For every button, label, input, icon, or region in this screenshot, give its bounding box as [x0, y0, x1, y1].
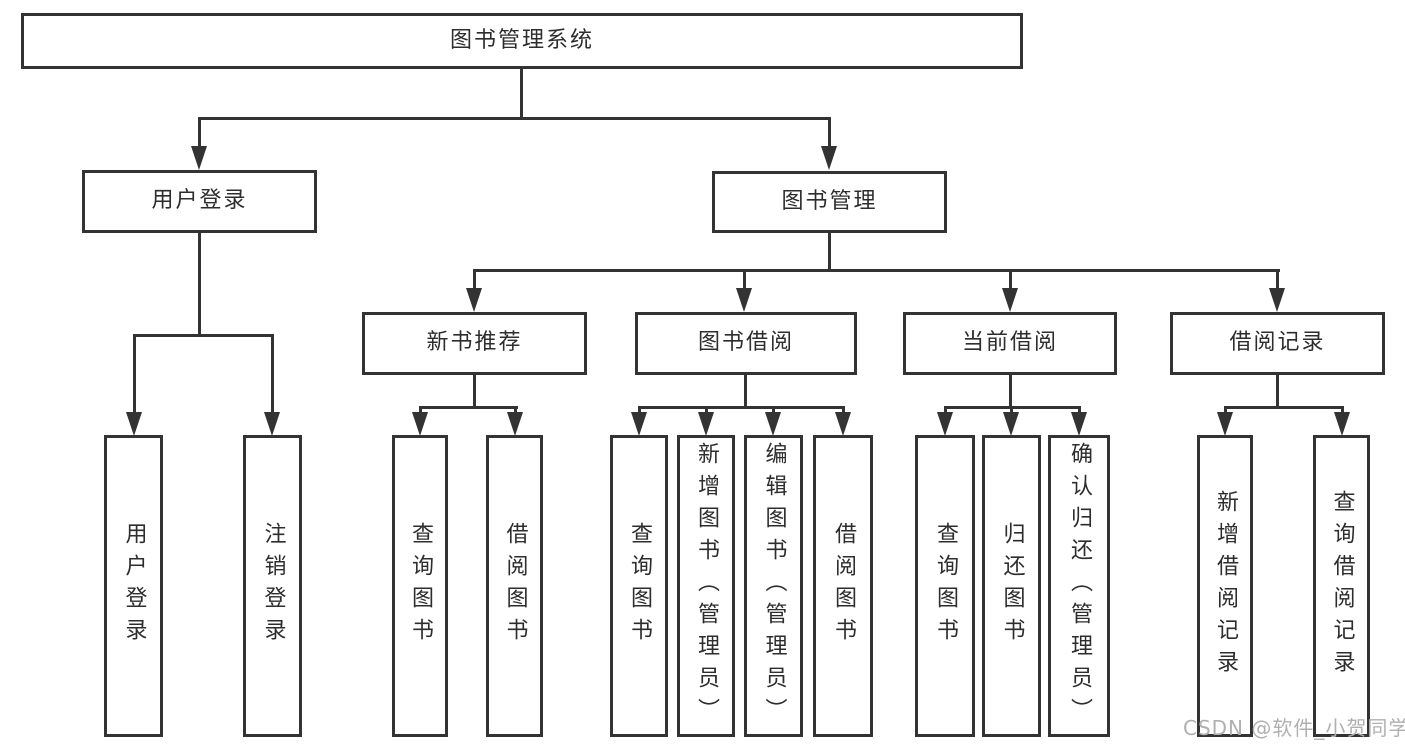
- connector-arrow-tail: [638, 406, 641, 416]
- connector-arrow-tail: [842, 406, 845, 416]
- arrowhead-down-icon: [191, 146, 207, 170]
- arrowhead-down-icon: [1002, 288, 1018, 312]
- connector-arrow-tail: [772, 406, 775, 416]
- arrowhead-down-icon: [1071, 412, 1087, 436]
- arrowhead-down-icon: [835, 412, 851, 436]
- node-current-borrowing: 当前借阅: [903, 312, 1117, 375]
- arrowhead-down-icon: [698, 412, 714, 436]
- leaf-logout: 注销登录: [243, 435, 302, 737]
- leaf-query-books-current: 查询图书: [915, 435, 975, 737]
- arrowhead-down-icon: [1217, 412, 1233, 436]
- connector-arrow-tail: [1224, 406, 1227, 416]
- connector-arrow-tail: [1276, 269, 1279, 292]
- connector-stem: [1009, 375, 1012, 408]
- arrowhead-down-icon: [937, 412, 953, 436]
- arrowhead-down-icon: [736, 288, 752, 312]
- node-book-management: 图书管理: [712, 171, 947, 233]
- arrowhead-down-icon: [765, 412, 781, 436]
- arrowhead-down-icon: [466, 288, 482, 312]
- leaf-borrow-books: 借阅图书: [813, 435, 873, 737]
- leaf-confirm-return-admin: 确认归还（管理员）: [1048, 435, 1110, 737]
- connector-arrow-tail: [705, 406, 708, 416]
- connector-arrow-tail: [419, 406, 422, 416]
- leaf-return-books: 归还图书: [982, 435, 1041, 737]
- connector-stem: [473, 375, 476, 408]
- connector-rail: [638, 406, 845, 409]
- arrowhead-down-icon: [507, 412, 523, 436]
- leaf-add-books-admin: 新增图书（管理员）: [677, 435, 735, 737]
- leaf-query-books-borrowing: 查询图书: [610, 435, 668, 737]
- connector-arrow-tail: [1009, 269, 1012, 292]
- arrowhead-down-icon: [821, 146, 837, 170]
- connector-arrow-tail: [743, 269, 746, 292]
- connector-arrow-tail: [1078, 406, 1081, 416]
- connector-stem: [520, 69, 523, 119]
- node-new-book-recommendation: 新书推荐: [362, 312, 587, 375]
- connector-arrow-tail: [514, 406, 517, 416]
- arrowhead-down-icon: [1334, 412, 1350, 436]
- leaf-add-borrow-record: 新增借阅记录: [1197, 435, 1253, 737]
- connector-rail: [473, 269, 1280, 272]
- connector-arrow-tail: [271, 334, 274, 416]
- connector-stem: [198, 233, 201, 337]
- connector-stem: [1276, 375, 1279, 408]
- connector-arrow-tail: [944, 406, 947, 416]
- connector-stem: [828, 233, 831, 272]
- arrowhead-down-icon: [126, 412, 142, 436]
- connector-arrow-tail: [1341, 406, 1344, 416]
- arrowhead-down-icon: [1269, 288, 1285, 312]
- connector-rail: [1224, 406, 1343, 409]
- node-user-login: 用户登录: [82, 170, 317, 233]
- connector-rail: [133, 334, 274, 337]
- node-library-management-system: 图书管理系统: [21, 13, 1023, 69]
- node-book-borrowing: 图书借阅: [635, 312, 857, 375]
- connector-rail: [419, 406, 518, 409]
- connector-arrow-tail: [1010, 406, 1013, 416]
- connector-rail: [198, 117, 831, 120]
- leaf-edit-books-admin: 编辑图书（管理员）: [744, 435, 803, 737]
- connector-arrow-tail: [828, 117, 831, 149]
- connector-stem: [744, 375, 747, 408]
- node-borrowing-records: 借阅记录: [1170, 312, 1385, 375]
- connector-arrow-tail: [473, 269, 476, 292]
- arrowhead-down-icon: [1003, 412, 1019, 436]
- leaf-query-books-recommend: 查询图书: [392, 435, 448, 737]
- arrowhead-down-icon: [412, 412, 428, 436]
- connector-arrow-tail: [198, 117, 201, 149]
- connector-arrow-tail: [133, 334, 136, 416]
- leaf-user-login: 用户登录: [104, 435, 163, 737]
- watermark: CSDN @软件_小贺同学: [1183, 716, 1405, 740]
- arrowhead-down-icon: [631, 412, 647, 436]
- leaf-borrow-books-recommend: 借阅图书: [486, 435, 543, 737]
- arrowhead-down-icon: [264, 412, 280, 436]
- leaf-query-borrow-record: 查询借阅记录: [1313, 435, 1370, 737]
